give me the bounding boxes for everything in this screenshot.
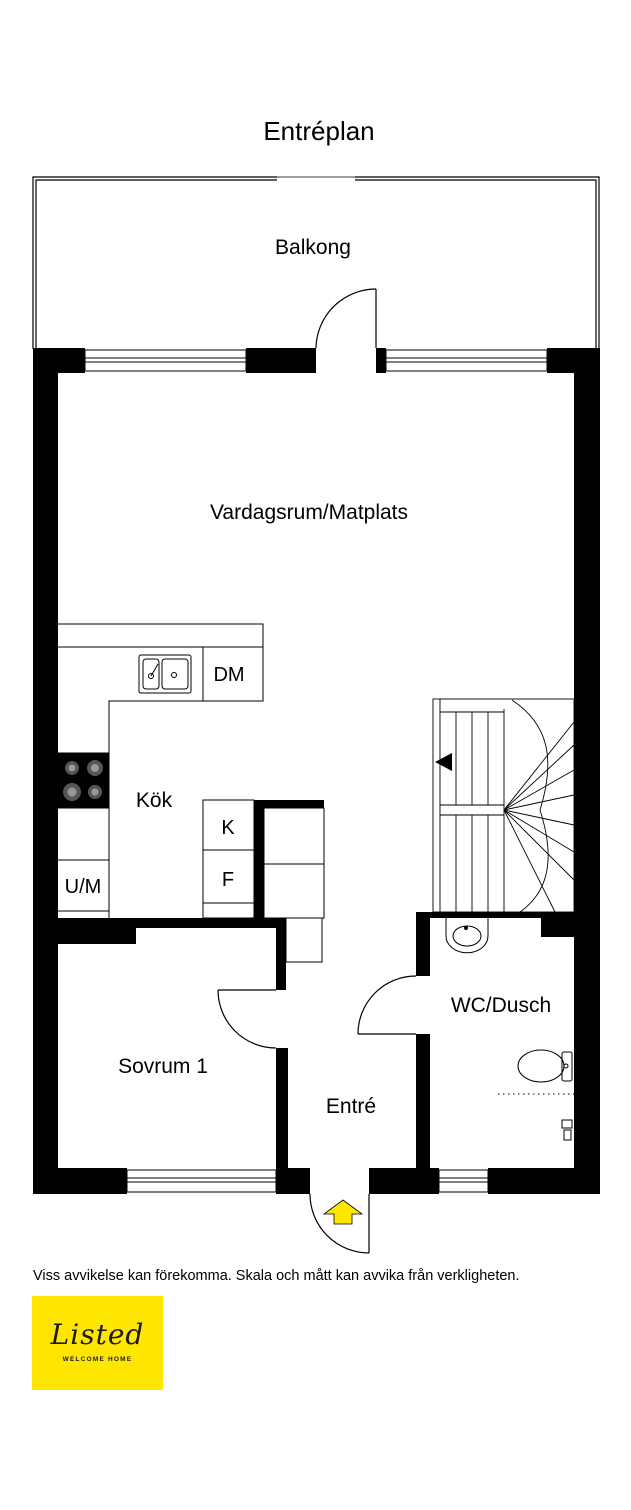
- stair-arrow-icon: [435, 753, 452, 771]
- interior-walls: [58, 800, 574, 1168]
- floor-plan: Entréplan Balkong: [32, 116, 600, 1254]
- appliance-label-oven: U/M: [65, 876, 102, 898]
- disclaimer-text: Viss avvikelse kan förekomma. Skala och …: [33, 1268, 520, 1284]
- windows: [84, 349, 548, 1193]
- room-label-living: Vardagsrum/Matplats: [210, 501, 408, 524]
- doors: [217, 288, 417, 1254]
- floor-title: Entréplan: [263, 116, 374, 146]
- shower-head-icon: [561, 1119, 573, 1141]
- cooktop-icon: [58, 753, 109, 808]
- room-label-bedroom: Sovrum 1: [118, 1055, 208, 1078]
- logo-tagline: WELCOME HOME: [62, 1356, 133, 1363]
- toilet-icon: [517, 1049, 573, 1083]
- room-label-balcony: Balkong: [275, 236, 351, 259]
- exterior-walls: [33, 348, 600, 1194]
- staircase: [432, 698, 575, 913]
- appliance-label-freezer: F: [222, 869, 234, 891]
- sink-icon: [138, 654, 192, 694]
- logo-wordmark: Listed: [50, 1318, 145, 1351]
- appliance-label-fridge: K: [221, 817, 235, 839]
- room-label-hall: Entré: [326, 1095, 376, 1118]
- room-label-kitchen: Kök: [136, 789, 173, 812]
- entry-arrow-icon: [322, 1199, 364, 1225]
- room-label-bathroom: WC/Dusch: [451, 994, 551, 1017]
- listed-logo: Listed WELCOME HOME: [32, 1296, 163, 1390]
- balcony: [32, 176, 600, 349]
- appliance-label-dishwasher: DM: [213, 664, 244, 686]
- washbasin-icon: [445, 918, 489, 954]
